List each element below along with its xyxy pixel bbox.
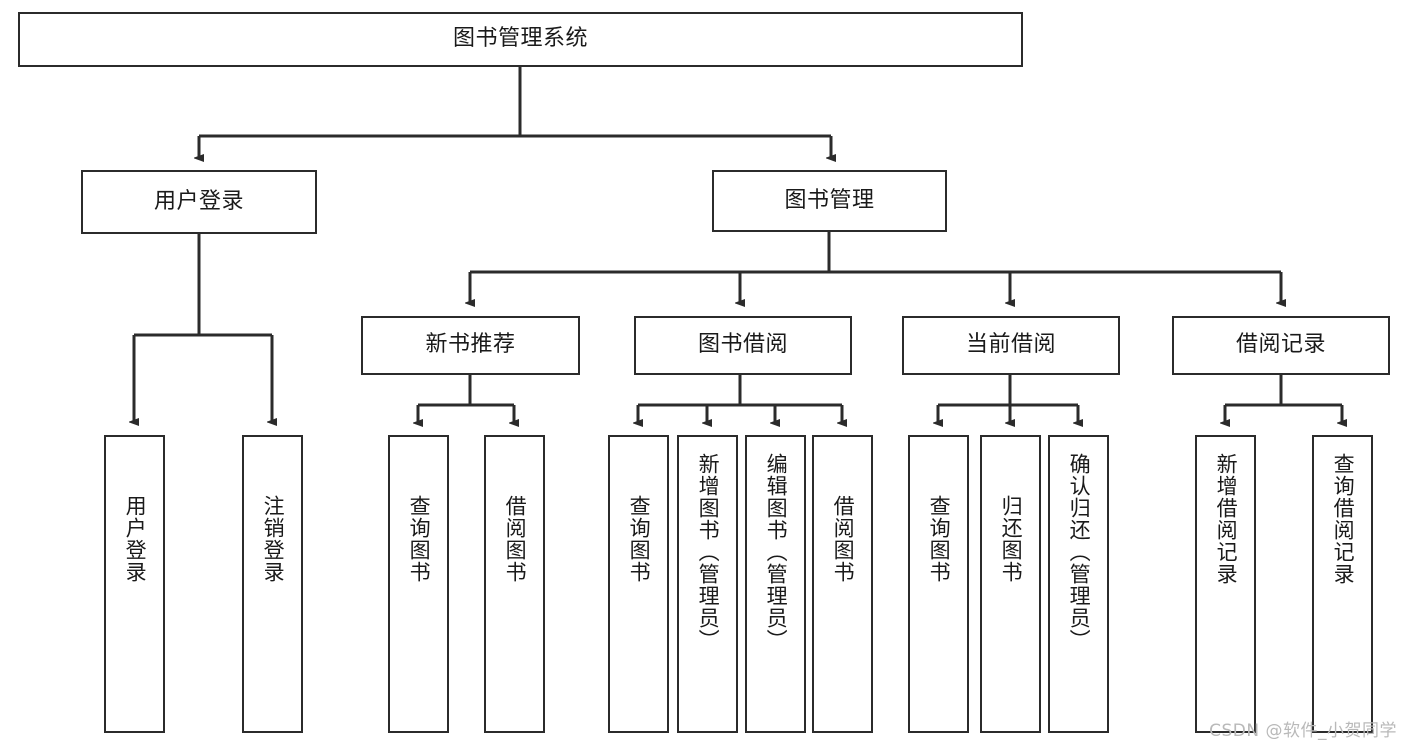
node-label: 确认归还（管理员） [1067, 453, 1092, 651]
node-label: 借阅图书 [831, 495, 856, 583]
node-label: 查询图书 [927, 495, 952, 583]
node-label: 编辑图书（管理员） [764, 453, 789, 651]
node-user-login[interactable]: 用户登录 [81, 170, 317, 234]
leaf-borrow-borrow-book[interactable]: 借阅图书 [812, 435, 873, 733]
node-label: 借阅记录 [1235, 332, 1326, 358]
node-label: 图书管理系统 [452, 26, 588, 52]
node-label: 查询图书 [407, 495, 432, 583]
node-label: 查询借阅记录 [1331, 453, 1356, 585]
node-label: 新增图书（管理员） [696, 453, 721, 651]
node-label: 新增借阅记录 [1214, 453, 1239, 585]
node-label: 图书借阅 [697, 332, 788, 358]
leaf-record-add[interactable]: 新增借阅记录 [1195, 435, 1256, 733]
watermark: CSDN @软件_小贺同学 [1209, 721, 1397, 741]
leaf-borrow-add-book[interactable]: 新增图书（管理员） [677, 435, 738, 733]
leaf-user-login[interactable]: 用户登录 [104, 435, 165, 733]
node-root-system[interactable]: 图书管理系统 [18, 12, 1023, 67]
node-book-management[interactable]: 图书管理 [712, 170, 947, 232]
node-borrow-record[interactable]: 借阅记录 [1172, 316, 1390, 375]
leaf-current-query-book[interactable]: 查询图书 [908, 435, 969, 733]
node-label: 图书管理 [784, 187, 875, 213]
leaf-borrow-edit-book[interactable]: 编辑图书（管理员） [745, 435, 806, 733]
leaf-recommend-query-book[interactable]: 查询图书 [388, 435, 449, 733]
leaf-record-query[interactable]: 查询借阅记录 [1312, 435, 1373, 733]
leaf-current-return-book[interactable]: 归还图书 [980, 435, 1041, 733]
leaf-borrow-query-book[interactable]: 查询图书 [608, 435, 669, 733]
leaf-current-confirm-return[interactable]: 确认归还（管理员） [1048, 435, 1109, 733]
node-label: 借阅图书 [503, 495, 528, 583]
node-book-borrow[interactable]: 图书借阅 [634, 316, 852, 375]
leaf-user-logout[interactable]: 注销登录 [242, 435, 303, 733]
node-label: 新书推荐 [425, 332, 516, 358]
node-label: 查询图书 [627, 495, 652, 583]
node-label: 当前借阅 [965, 332, 1056, 358]
leaf-recommend-borrow-book[interactable]: 借阅图书 [484, 435, 545, 733]
node-new-book-recommend[interactable]: 新书推荐 [361, 316, 580, 375]
node-label: 用户登录 [153, 188, 244, 214]
node-label: 用户登录 [123, 495, 148, 583]
node-current-borrow[interactable]: 当前借阅 [902, 316, 1120, 375]
node-label: 注销登录 [261, 495, 286, 583]
node-label: 归还图书 [999, 495, 1024, 583]
